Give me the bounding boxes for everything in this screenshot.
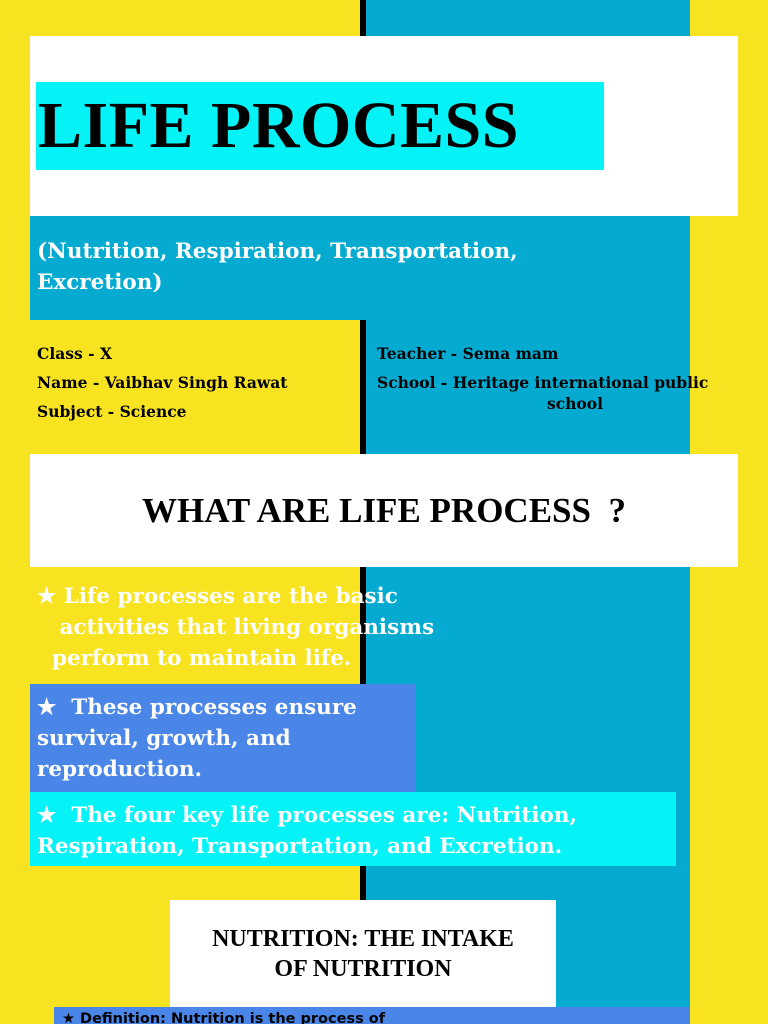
question-box: WHAT ARE LIFE PROCESS ?	[30, 454, 738, 567]
bullet-2-line-3: reproduction.	[37, 757, 203, 782]
bullet-3-line-1: ★ The four key life processes are: Nutri…	[37, 803, 577, 828]
bullet-point-1: ★ Life processes are the basic activitie…	[37, 581, 434, 674]
section-heading-box: NUTRITION: THE INTAKE OF NUTRITION	[170, 900, 556, 1008]
bullet-1-line-2: activities that living organisms	[37, 615, 435, 640]
title-highlight: LIFE PROCESS	[36, 82, 604, 170]
bullet-point-3-box	[30, 792, 676, 866]
section-heading-line-1: NUTRITION: THE INTAKE	[212, 926, 514, 952]
student-info: Class - X Name - Vaibhav Singh Rawat Sub…	[37, 339, 287, 426]
bullet-2-line-2: survival, growth, and	[37, 726, 291, 751]
subtitle-line-2: Excretion)	[37, 270, 163, 295]
bullet-point-2-box	[30, 684, 416, 792]
bullet-1-line-1: ★ Life processes are the basic	[37, 584, 398, 609]
subtitle-band	[30, 216, 690, 320]
subtitle-line-1: (Nutrition, Respiration, Transportation,	[37, 239, 518, 264]
definition-band: ★ Definition: Nutrition is the process o…	[54, 1007, 690, 1024]
bullet-2-line-1: ★ These processes ensure	[37, 695, 357, 720]
class-label: Class - X	[37, 344, 112, 363]
subject-label: Subject - Science	[37, 402, 187, 421]
bullet-point-2: ★ These processes ensure survival, growt…	[37, 692, 357, 785]
student-name: Name - Vaibhav Singh Rawat	[37, 373, 288, 392]
bullet-1-line-3: perform to maintain life.	[37, 646, 352, 671]
teacher-info: Teacher - Sema mam School - Heritage int…	[377, 339, 708, 418]
section-heading-line-2: OF NUTRITION	[274, 956, 452, 982]
teacher-name: Teacher - Sema mam	[377, 344, 559, 363]
school-name-line-1: School - Heritage international public	[377, 373, 709, 392]
bullet-3-line-2: Respiration, Transportation, and Excreti…	[37, 834, 563, 859]
definition-text: ★ Definition: Nutrition is the process o…	[62, 1011, 386, 1024]
subtitle: (Nutrition, Respiration, Transportation,…	[37, 236, 637, 298]
school-name-line-2: school	[547, 394, 603, 413]
question-heading: WHAT ARE LIFE PROCESS ?	[142, 490, 626, 530]
page-title: LIFE PROCESS	[38, 89, 519, 162]
bullet-point-3: ★ The four key life processes are: Nutri…	[37, 800, 577, 862]
section-heading: NUTRITION: THE INTAKE OF NUTRITION	[212, 924, 514, 984]
